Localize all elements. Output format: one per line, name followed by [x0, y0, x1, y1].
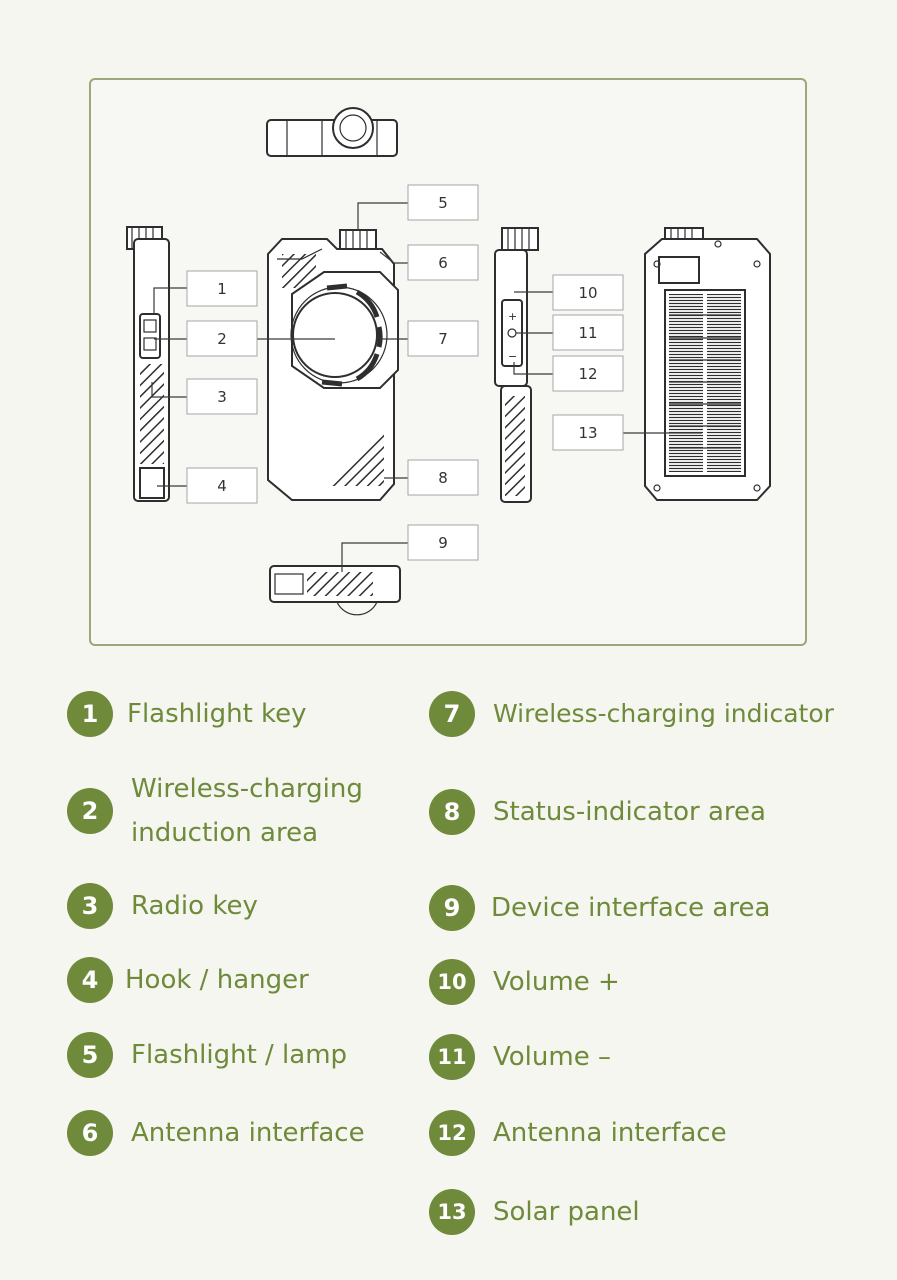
right-side-drawing: + − — [494, 227, 539, 503]
legend-number: 8 — [429, 789, 475, 835]
legend-item-1: 1 Flashlight key — [67, 691, 307, 737]
svg-text:7: 7 — [438, 330, 448, 348]
device-diagram: + − — [126, 107, 771, 616]
legend-item-2: 2 Wireless-charging induction area — [67, 767, 381, 855]
svg-text:1: 1 — [217, 280, 227, 298]
svg-text:2: 2 — [217, 330, 227, 348]
legend-label: Solar panel — [493, 1197, 640, 1227]
legend-number: 3 — [67, 883, 113, 929]
legend-item-4: 4 Hook / hanger — [67, 957, 309, 1003]
legend-label: Wireless-charging indicator — [493, 699, 834, 728]
top-view-drawing — [266, 107, 398, 157]
legend-label: Volume – — [493, 1042, 611, 1072]
callout-12: 12 — [552, 355, 624, 392]
legend-item-5: 5 Flashlight / lamp — [67, 1032, 347, 1078]
legend-item-9: 9 Device interface area — [429, 885, 770, 931]
legend-label: Volume + — [493, 967, 620, 997]
svg-text:9: 9 — [438, 534, 448, 552]
svg-text:−: − — [508, 350, 517, 363]
legend-number: 9 — [429, 885, 475, 931]
callout-6: 6 — [407, 244, 479, 281]
legend-label: Device interface area — [491, 893, 771, 923]
legend-number: 7 — [429, 691, 475, 737]
legend-number: 11 — [429, 1034, 475, 1080]
svg-text:10: 10 — [578, 284, 597, 302]
legend-label: Radio key — [131, 891, 258, 921]
svg-text:12: 12 — [578, 365, 597, 383]
legend-number: 13 — [429, 1189, 475, 1235]
legend-item-7: 7 Wireless-charging indicator — [429, 691, 834, 737]
back-view-drawing — [644, 227, 771, 501]
legend-label: Flashlight key — [127, 699, 307, 729]
legend-number: 6 — [67, 1110, 113, 1156]
callout-11: 11 — [552, 314, 624, 351]
diagram-frame: + − — [89, 78, 807, 646]
legend-item-3: 3 Radio key — [67, 883, 258, 929]
legend-label: Antenna interface — [131, 1118, 365, 1148]
callout-9: 9 — [407, 524, 479, 561]
legend-number: 12 — [429, 1110, 475, 1156]
svg-text:11: 11 — [578, 324, 597, 342]
bottom-view-drawing — [269, 565, 401, 616]
svg-text:4: 4 — [217, 477, 227, 495]
svg-text:+: + — [508, 310, 517, 323]
legend-number: 10 — [429, 959, 475, 1005]
front-view-drawing — [267, 229, 399, 501]
callout-10: 10 — [552, 274, 624, 311]
legend-number: 4 — [67, 957, 113, 1003]
callout-4: 4 — [186, 467, 258, 504]
left-side-drawing — [126, 226, 170, 502]
legend-label: Wireless-charging induction area — [131, 774, 363, 848]
svg-text:5: 5 — [438, 194, 448, 212]
callout-8: 8 — [407, 459, 479, 496]
legend-label: Status-indicator area — [493, 797, 766, 827]
callout-2: 2 — [186, 320, 258, 357]
callout-7: 7 — [407, 320, 479, 357]
callout-1: 1 — [186, 270, 258, 307]
legend-item-6: 6 Antenna interface — [67, 1110, 365, 1156]
legend-item-10: 10 Volume + — [429, 959, 620, 1005]
svg-text:3: 3 — [217, 388, 227, 406]
svg-text:13: 13 — [578, 424, 597, 442]
legend-item-8: 8 Status-indicator area — [429, 789, 766, 835]
legend-item-12: 12 Antenna interface — [429, 1110, 727, 1156]
callout-5: 5 — [407, 184, 479, 221]
callout-3: 3 — [186, 378, 258, 415]
legend-label: Hook / hanger — [125, 965, 309, 995]
callout-13: 13 — [552, 414, 624, 451]
legend-item-11: 11 Volume – — [429, 1034, 611, 1080]
legend-label: Flashlight / lamp — [131, 1040, 348, 1070]
legend-number: 1 — [67, 691, 113, 737]
svg-text:8: 8 — [438, 469, 448, 487]
legend-item-13: 13 Solar panel — [429, 1189, 640, 1235]
legend-number: 2 — [67, 788, 113, 834]
legend-label: Antenna interface — [493, 1118, 727, 1148]
legend-number: 5 — [67, 1032, 113, 1078]
svg-text:6: 6 — [438, 254, 448, 272]
